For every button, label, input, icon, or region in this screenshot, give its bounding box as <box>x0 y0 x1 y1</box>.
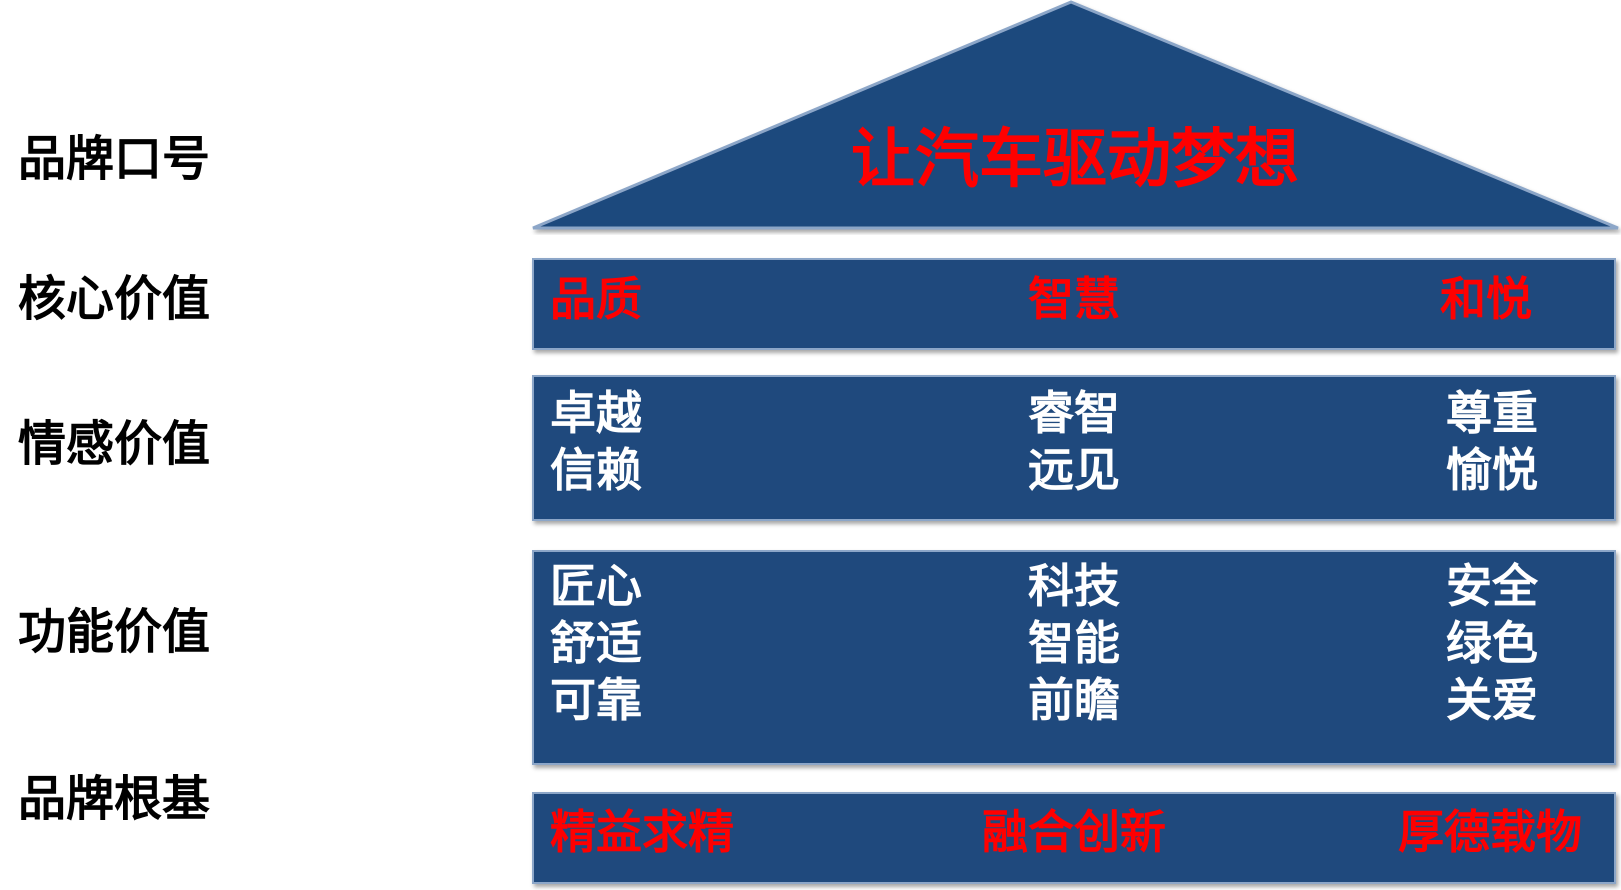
functional-value-item: 匠心 <box>550 559 642 613</box>
functional-value-col-2: 科技 智能 前瞻 <box>534 558 1614 729</box>
foundation-value-item: 厚德载物 <box>1398 805 1582 859</box>
functional-value-col-1: 匠心 舒适 可靠 <box>550 558 642 729</box>
core-value-item: 和悦 <box>1440 272 1532 326</box>
label-brand-foundation: 品牌根基 <box>18 771 211 827</box>
core-values-box: 品质 智慧 和悦 <box>532 258 1616 350</box>
functional-value-item: 安全 <box>1446 559 1538 613</box>
functional-values-box: 匠心 舒适 可靠 科技 智能 前瞻 安全 绿色 关爱 <box>532 550 1616 765</box>
functional-value-item: 舒适 <box>550 616 642 670</box>
foundation-values-box: 精益求精 融合创新 厚德载物 <box>532 792 1616 884</box>
core-value-item: 智慧 <box>1028 272 1120 326</box>
functional-value-item: 前瞻 <box>1028 673 1120 727</box>
emotional-value-item: 愉悦 <box>1446 443 1538 497</box>
label-emotional-value: 情感价值 <box>18 416 211 472</box>
foundation-value-col-2: 融合创新 <box>534 809 1614 855</box>
emotional-value-item: 远见 <box>1028 443 1120 497</box>
emotional-value-col-2: 睿智 远见 <box>534 385 1614 499</box>
foundation-value-col-1: 精益求精 <box>550 809 734 855</box>
functional-value-item: 关爱 <box>1446 673 1538 727</box>
roof-triangle <box>532 0 1619 230</box>
functional-value-item: 科技 <box>1028 559 1120 613</box>
core-value-col-2: 智慧 <box>534 276 1614 322</box>
emotional-values-box: 卓越 信赖 睿智 远见 尊重 愉悦 <box>532 375 1616 521</box>
label-slogan: 品牌口号 <box>18 131 211 187</box>
emotional-value-item: 睿智 <box>1028 386 1120 440</box>
emotional-value-item: 信赖 <box>550 443 642 497</box>
functional-value-item: 绿色 <box>1446 616 1538 670</box>
label-core-value: 核心价值 <box>18 271 211 327</box>
functional-value-col-3: 安全 绿色 关爱 <box>1446 558 1538 729</box>
foundation-value-col-3: 厚德载物 <box>1398 809 1582 855</box>
functional-value-item: 可靠 <box>550 673 642 727</box>
foundation-value-item: 融合创新 <box>982 805 1166 859</box>
functional-value-item: 智能 <box>1028 616 1120 670</box>
foundation-value-item: 精益求精 <box>550 805 734 859</box>
slogan-text: 让汽车驱动梦想 <box>851 123 1299 197</box>
emotional-value-item: 尊重 <box>1446 386 1538 440</box>
emotional-value-col-1: 卓越 信赖 <box>550 385 642 499</box>
emotional-value-item: 卓越 <box>550 386 642 440</box>
core-value-col-1: 品质 <box>550 276 642 322</box>
label-functional-value: 功能价值 <box>18 604 211 660</box>
core-value-col-3: 和悦 <box>1440 276 1532 322</box>
core-value-item: 品质 <box>550 272 642 326</box>
emotional-value-col-3: 尊重 愉悦 <box>1446 385 1538 499</box>
